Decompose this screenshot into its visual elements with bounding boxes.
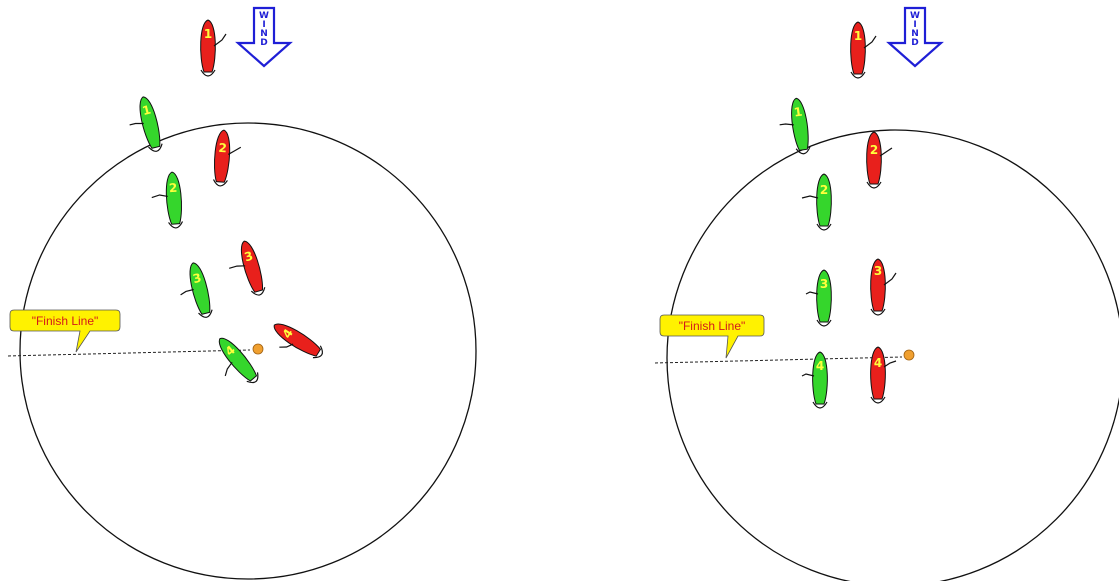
boat-number: 4 <box>874 356 882 370</box>
wind-letter: W <box>259 11 269 21</box>
boat-number: 1 <box>793 105 803 120</box>
boat-red-3: 3 <box>229 240 266 296</box>
wind-letter: D <box>260 38 267 48</box>
boat-number: 2 <box>169 181 178 196</box>
boat-red-1: 1 <box>200 19 227 77</box>
zone-circle <box>19 122 477 580</box>
finish-line-label: "Finish Line" <box>32 314 99 328</box>
boat-green-3: 3 <box>180 262 213 318</box>
wind-letter: I <box>262 20 265 30</box>
boat-number: 3 <box>820 277 828 291</box>
boat-green-4: 4 <box>801 351 828 409</box>
diagram-right: "Finish Line" W I N D 1 1 2 <box>654 6 1119 581</box>
boat-green-3: 3 <box>805 269 832 327</box>
boat-number: 2 <box>820 183 828 197</box>
boat-number: 3 <box>243 249 255 265</box>
boat-number: 1 <box>204 27 212 41</box>
finish-line-callout: "Finish Line" <box>659 314 765 359</box>
wind-letter: N <box>260 29 268 39</box>
wind-letter: D <box>911 38 918 48</box>
boat-number: 4 <box>816 359 824 373</box>
finish-mark <box>903 349 915 361</box>
boat-number: 1 <box>854 29 862 43</box>
wind-letter: W <box>910 11 920 21</box>
zone-circle <box>666 129 1119 581</box>
boat-number: 2 <box>870 143 878 157</box>
wind-arrow: W I N D <box>886 6 944 68</box>
finish-line-callout: "Finish Line" <box>9 309 121 353</box>
boat-number: 2 <box>218 141 227 156</box>
boat-green-2: 2 <box>801 173 832 231</box>
boat-red-4: 4 <box>870 346 897 404</box>
boat-green-2: 2 <box>151 171 184 229</box>
boat-red-2: 2 <box>866 131 893 189</box>
boat-number: 1 <box>141 103 152 119</box>
boat-red-2: 2 <box>212 129 242 187</box>
boat-number: 3 <box>191 271 202 287</box>
wind-letter: N <box>911 29 919 39</box>
diagram-left: "Finish Line" W I N D 1 1 2 <box>7 6 477 580</box>
finish-mark <box>252 343 264 355</box>
boat-number: 3 <box>874 264 882 278</box>
boat-green-1: 1 <box>779 97 811 155</box>
finish-line <box>7 349 251 357</box>
boat-red-3: 3 <box>870 258 897 316</box>
boat-red-1: 1 <box>850 21 877 79</box>
finish-line-label: "Finish Line" <box>679 319 746 333</box>
wind-arrow: W I N D <box>235 6 293 68</box>
boat-green-1: 1 <box>129 96 163 152</box>
boat-red-4: 4 <box>273 323 323 359</box>
boat-green-4: 4 <box>218 338 259 384</box>
finish-line <box>654 356 903 364</box>
wind-letter: I <box>913 20 916 30</box>
